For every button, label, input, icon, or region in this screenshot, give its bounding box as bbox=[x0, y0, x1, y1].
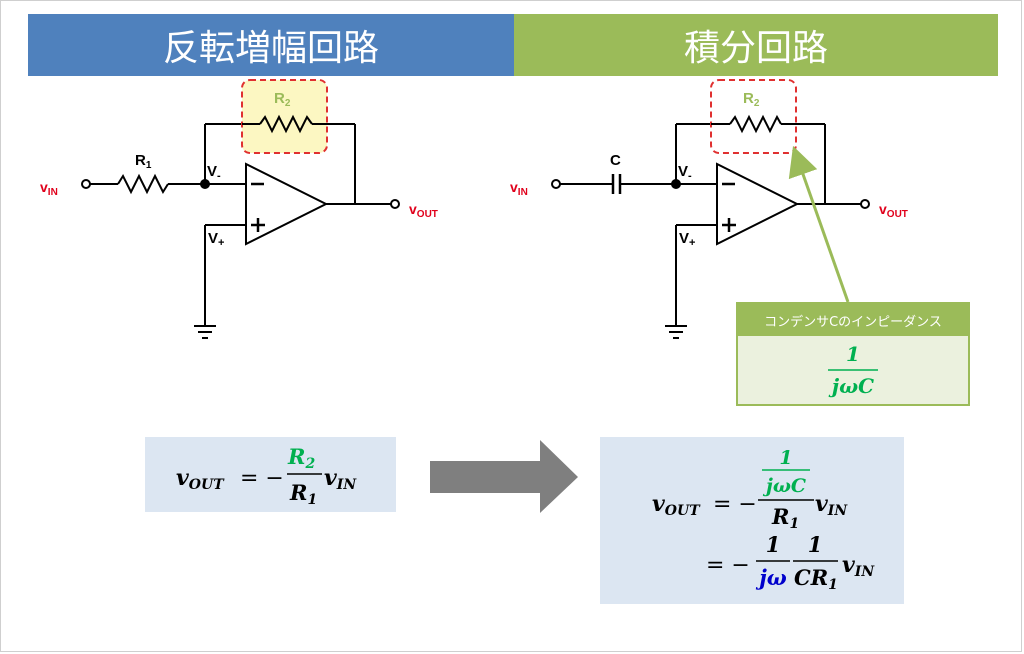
formula-right-lhs: vOUT bbox=[652, 491, 701, 519]
formula-left-equals: = − bbox=[240, 466, 284, 491]
r2-label-left: R2 bbox=[274, 90, 291, 109]
formula-right: vOUT = − 1 jωC R1 vIN = − 1 jω 1 CR1 vIN bbox=[652, 447, 875, 593]
impedance-numerator: 1 bbox=[846, 342, 860, 366]
vminus-label-right: V- bbox=[678, 163, 692, 182]
vminus-label-left: V- bbox=[207, 163, 221, 182]
callout-arrow bbox=[788, 145, 850, 303]
r2-highlight-right bbox=[710, 79, 797, 154]
formula-right-inner-denominator: jωC bbox=[762, 475, 806, 497]
r1-label: R1 bbox=[135, 152, 152, 171]
integrator-circuit bbox=[551, 123, 870, 339]
formula-right-denominator: R1 bbox=[771, 504, 799, 532]
fraction1-denominator: jω bbox=[755, 565, 787, 590]
vout-label-right: vOUT bbox=[879, 201, 908, 220]
vout-label-left: vOUT bbox=[409, 201, 438, 220]
formula-right-line2-tail: vIN bbox=[842, 552, 875, 580]
fraction1-numerator: 1 bbox=[766, 532, 781, 557]
title-inverting-amplifier: 反転増幅回路 bbox=[28, 14, 514, 76]
impedance-callout: コンデンサCのインピーダンス bbox=[736, 302, 970, 406]
opamp-right bbox=[716, 162, 800, 246]
formula-right-tail: vIN bbox=[815, 491, 848, 519]
vin-label-left: vIN bbox=[40, 179, 58, 198]
formula-left-lhs: vOUT bbox=[176, 465, 225, 493]
vin-label-right: vIN bbox=[510, 179, 528, 198]
vin-terminal-right bbox=[551, 179, 561, 189]
title-integrator: 積分回路 bbox=[514, 14, 998, 76]
inverting-amplifier-circuit bbox=[81, 114, 400, 339]
formula-left: vOUT = − R2 R1 vIN bbox=[176, 444, 357, 508]
formula-right-line2-equals: = − bbox=[706, 553, 750, 578]
vout-terminal bbox=[390, 199, 400, 209]
impedance-callout-header: コンデンサCのインピーダンス bbox=[738, 304, 968, 336]
fraction2-denominator: CR1 bbox=[794, 565, 838, 593]
vout-terminal-right bbox=[860, 199, 870, 209]
vplus-label-right: V+ bbox=[679, 230, 695, 249]
fraction2-numerator: 1 bbox=[808, 532, 823, 557]
transform-arrow bbox=[430, 440, 578, 513]
r2-label-right: R2 bbox=[743, 90, 760, 109]
formula-left-box bbox=[145, 437, 396, 512]
formula-left-tail: vIN bbox=[324, 465, 357, 493]
capacitor-label: C bbox=[610, 152, 621, 169]
r2-resistor-right bbox=[729, 114, 782, 134]
impedance-denominator: jωC bbox=[828, 374, 874, 398]
opamp-left bbox=[245, 162, 329, 246]
formula-right-box bbox=[600, 437, 904, 604]
formula-left-numerator: R2 bbox=[287, 444, 315, 472]
vin-terminal bbox=[81, 179, 91, 189]
vplus-label-left: V+ bbox=[208, 230, 224, 249]
formula-left-denominator: R1 bbox=[289, 480, 317, 508]
r1-resistor bbox=[117, 173, 169, 195]
formula-right-inner-numerator: 1 bbox=[779, 447, 792, 469]
formula-right-equals: = − bbox=[713, 492, 757, 517]
r2-highlight-left bbox=[241, 79, 328, 154]
